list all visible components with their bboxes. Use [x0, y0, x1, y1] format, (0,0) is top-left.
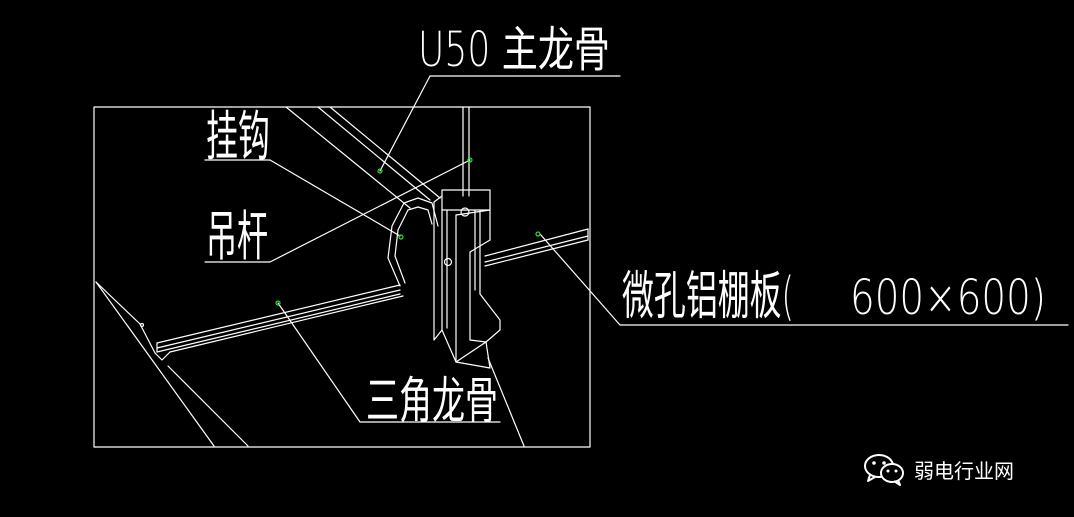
label-panel: 微孔铝棚板(	[622, 267, 794, 327]
hanger-bracket	[433, 189, 501, 369]
drawing-frame	[93, 106, 591, 448]
background-diagonals	[95, 106, 525, 447]
triangle-runner	[154, 228, 589, 361]
label-main-runner: U50 主龙骨	[418, 22, 610, 78]
hanger-rod	[462, 106, 470, 197]
label-hanger-rod: 吊杆	[206, 205, 268, 268]
leader-lines	[204, 75, 1069, 423]
watermark-text: 弱电行业网	[914, 458, 1014, 483]
watermark: 弱电行业网	[862, 452, 1014, 486]
wechat-icon	[862, 452, 906, 486]
point-markers	[139, 157, 541, 328]
hook-profile	[387, 197, 439, 287]
label-hook: 挂钩	[206, 105, 270, 168]
label-panel-size: 600×600)	[850, 270, 1046, 326]
label-triangle-runner: 三角龙骨	[366, 372, 498, 430]
